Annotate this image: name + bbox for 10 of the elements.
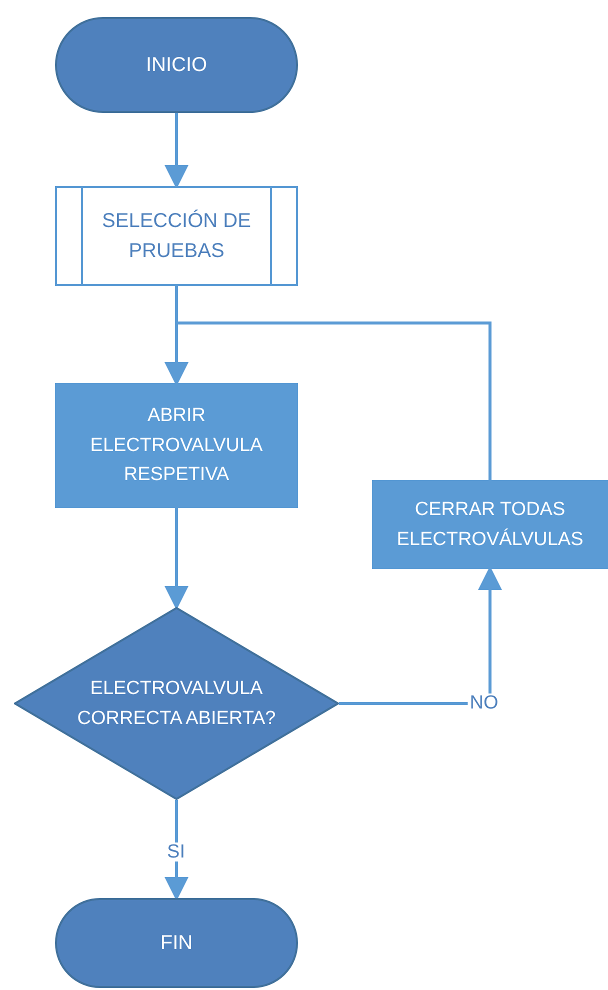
- process-box: ABRIR ELECTROVALVULA RESPETIVA: [55, 383, 298, 508]
- decision-text: ELECTROVALVULA CORRECTA ABIERTA?: [76, 677, 277, 730]
- arrow: [164, 322, 492, 480]
- arrow: [164, 113, 188, 189]
- subprocess-box: SELECCIÓN DE PRUEBAS: [55, 186, 298, 286]
- terminator-shape: FIN: [55, 898, 298, 988]
- arrow: [164, 508, 188, 610]
- terminator-shape: INICIO: [55, 17, 298, 113]
- process-box: CERRAR TODAS ELECTROVÁLVULAS: [372, 480, 608, 569]
- arrow: [164, 800, 188, 901]
